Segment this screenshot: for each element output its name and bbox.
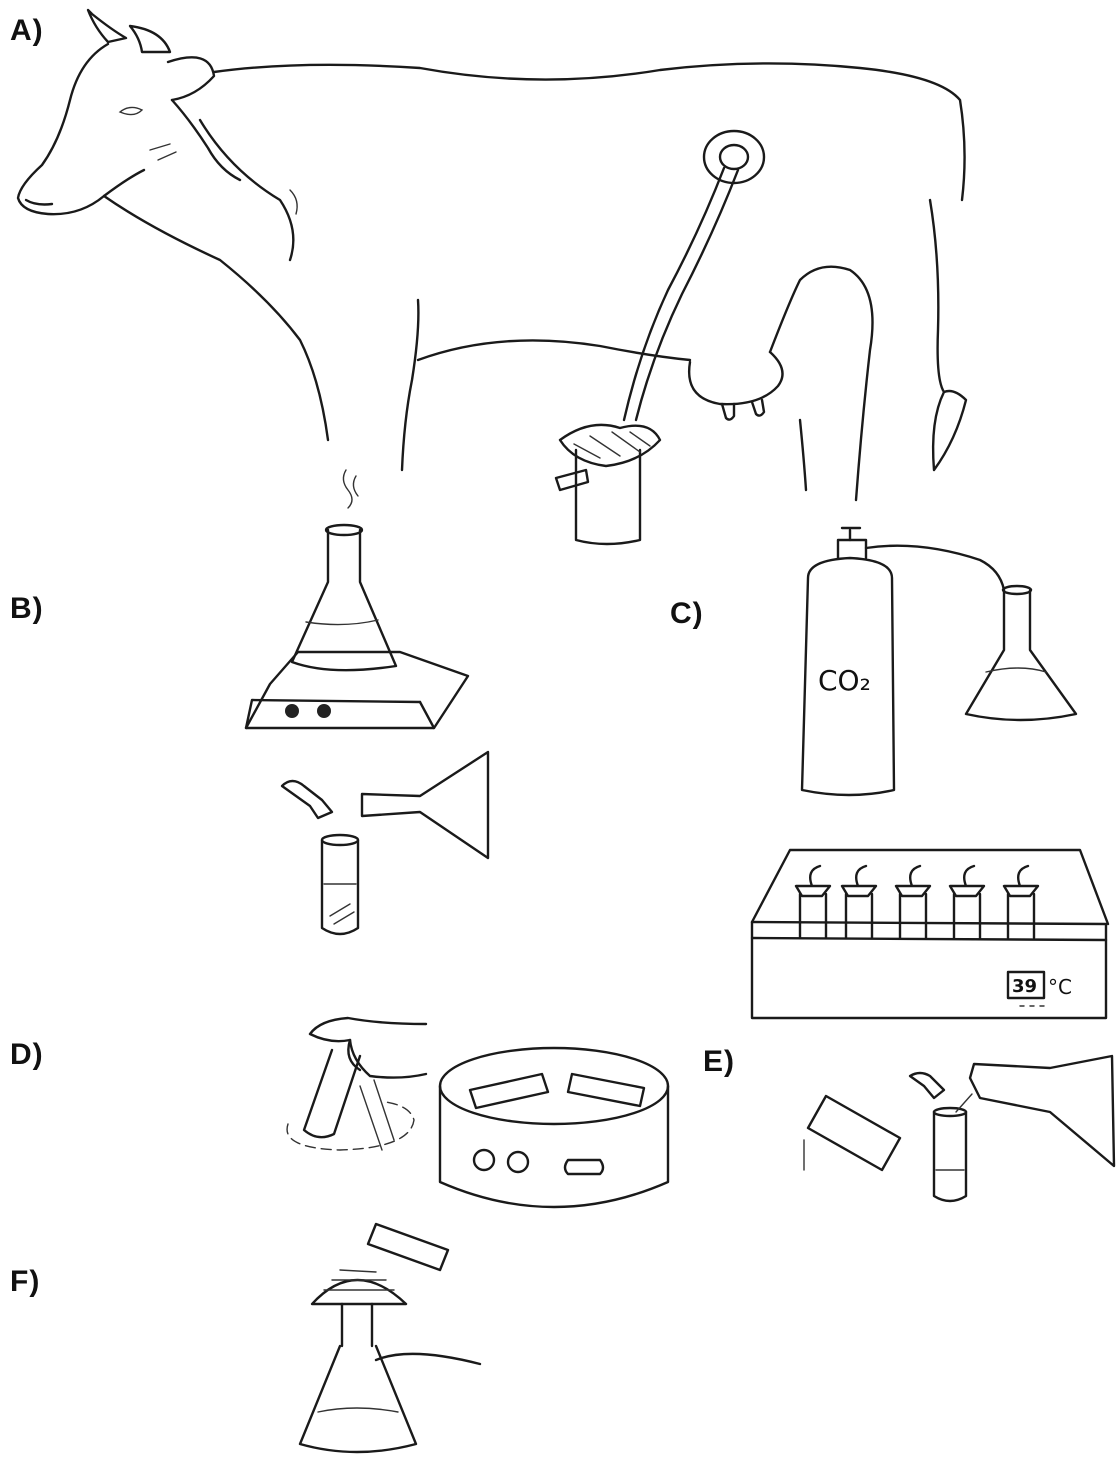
incubator-temperature: 39: [1012, 976, 1037, 997]
incubator-water-bath: 39 °C: [752, 850, 1108, 1018]
co2-gas-cylinder: CO₂: [802, 528, 1076, 795]
filtration-funnel-tube: [282, 752, 488, 934]
pouring-into-tube: [804, 1056, 1114, 1201]
stirrer-hotplate-flask: [246, 470, 468, 728]
cylinder-label: CO₂: [818, 664, 871, 697]
cow-illustration: [18, 10, 966, 544]
vacuum-filtration-flask: [300, 1224, 480, 1452]
incubator-unit: °C: [1048, 975, 1072, 999]
orbital-shaker: [440, 1048, 668, 1207]
hand-mixing-tube: [287, 1018, 426, 1150]
